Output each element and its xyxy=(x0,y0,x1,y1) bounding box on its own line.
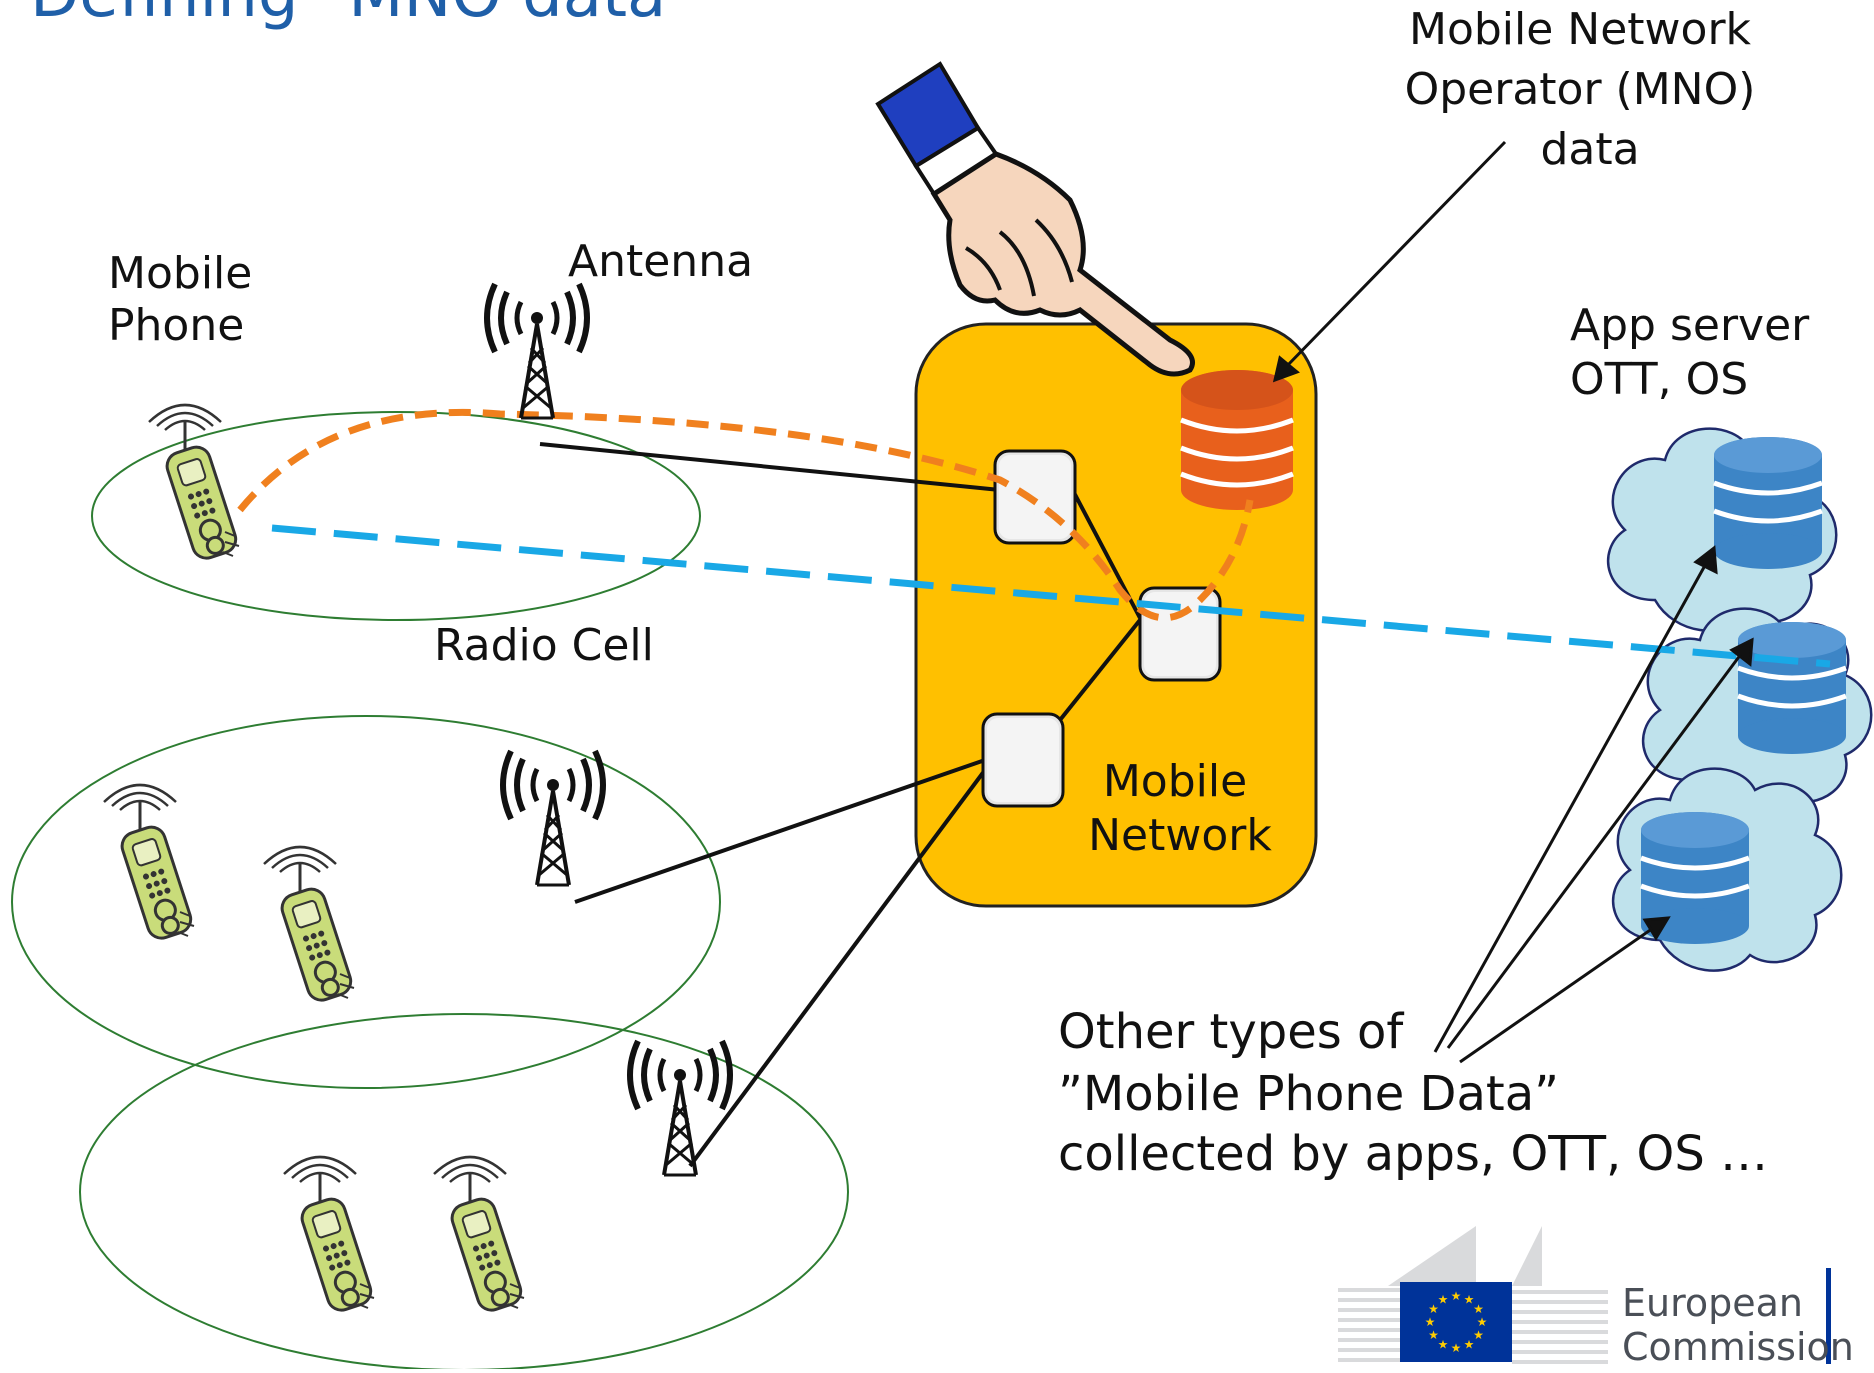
antenna-icon xyxy=(487,284,587,418)
mobile-phone-icon xyxy=(282,1155,376,1316)
mno-data-path xyxy=(237,408,1254,622)
eu-star-icon: ★ xyxy=(1473,1328,1484,1342)
logo-text-line2: Commission xyxy=(1622,1325,1854,1369)
eu-star-icon: ★ xyxy=(1428,1328,1439,1342)
eu-star-icon: ★ xyxy=(1438,1293,1449,1307)
antenna-icon xyxy=(503,751,603,885)
eu-star-icon: ★ xyxy=(1451,1341,1462,1355)
page-title: Defining "MNO data" xyxy=(30,0,696,32)
link-line xyxy=(688,768,987,1168)
mobile-phone-label-line1: Mobile xyxy=(108,248,252,299)
app-data-path xyxy=(271,524,1831,668)
radio-cell-top xyxy=(91,411,701,621)
mobile-phone-icon xyxy=(147,403,241,564)
network-node-icon xyxy=(993,449,1077,545)
mobile-phone-icon xyxy=(432,1155,526,1316)
radio-cell-middle xyxy=(11,715,721,1089)
app-database-icon xyxy=(1738,622,1846,754)
mobile-network-label-line1: Mobile xyxy=(1103,756,1247,807)
eu-star-icon: ★ xyxy=(1428,1302,1439,1316)
logo-text-line1: European xyxy=(1622,1281,1803,1325)
eu-star-icon: ★ xyxy=(1438,1338,1449,1352)
eu-stars-icon: ★★★★★★★★★★★★ xyxy=(1425,1289,1488,1355)
link-line xyxy=(574,758,986,904)
app-database-icon xyxy=(1714,437,1822,569)
mno-data-label-line2: Operator (MNO) xyxy=(1405,64,1756,115)
app-server-label-line1: App server xyxy=(1570,300,1810,351)
annotation-arrows xyxy=(1272,140,1754,1064)
mobile-phone-label-line2: Phone xyxy=(108,300,244,351)
eu-flag xyxy=(1400,1282,1512,1362)
app-server-label-line2: OTT, OS xyxy=(1570,354,1748,405)
radio-cell-label: Radio Cell xyxy=(434,620,654,671)
other-types-label-line3: collected by apps, OTT, OS … xyxy=(1058,1126,1768,1182)
radio-cell-bottom xyxy=(79,1013,849,1371)
eu-star-icon: ★ xyxy=(1451,1289,1462,1303)
other-types-label-line1: Other types of xyxy=(1058,1004,1404,1060)
other-types-label-line2: ”Mobile Phone Data” xyxy=(1058,1066,1559,1122)
mno-data-label-line1: Mobile Network xyxy=(1409,4,1752,55)
eu-star-icon: ★ xyxy=(1464,1293,1475,1307)
european-commission-logo: ★★★★★★★★★★★★ European Commission xyxy=(1338,1226,1854,1369)
mobile-network-label-line2: Network xyxy=(1088,810,1272,861)
eu-star-icon: ★ xyxy=(1473,1302,1484,1316)
logo-divider xyxy=(1826,1268,1831,1364)
eu-star-icon: ★ xyxy=(1425,1315,1436,1329)
building-graphic xyxy=(1338,1226,1608,1364)
mno-database-icon xyxy=(1181,370,1293,510)
mobile-phone-icon xyxy=(262,845,356,1006)
link-line xyxy=(539,442,1001,492)
eu-star-icon: ★ xyxy=(1464,1338,1475,1352)
mno-data-label-line3: data xyxy=(1540,124,1639,175)
eu-star-icon: ★ xyxy=(1477,1315,1488,1329)
antenna-label: Antenna xyxy=(568,236,753,287)
pointing-hand-icon xyxy=(875,61,1195,377)
mobile-phone-icon xyxy=(102,783,196,944)
antenna-icon xyxy=(630,1041,730,1175)
network-node-icon xyxy=(981,712,1065,808)
